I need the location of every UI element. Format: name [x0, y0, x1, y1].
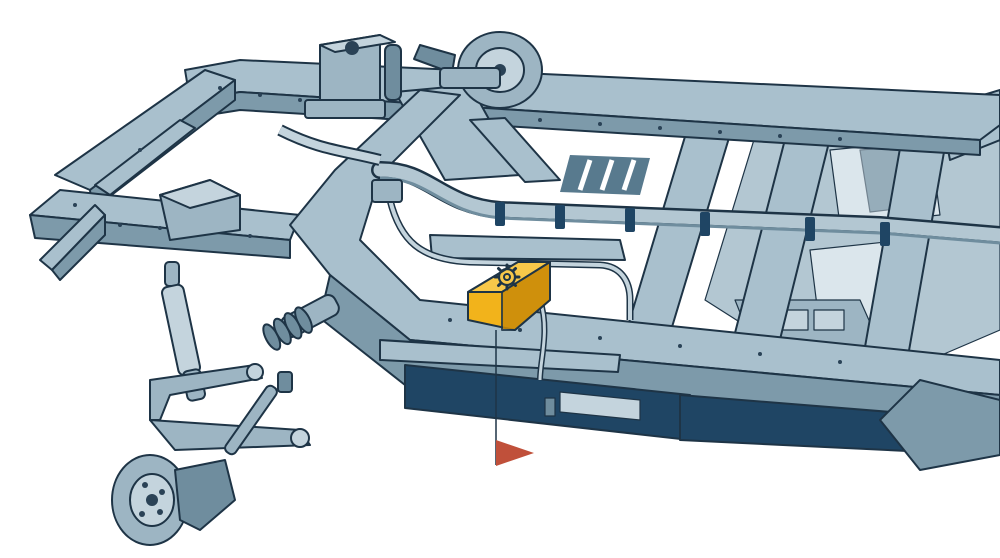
left-strut-tower	[304, 34, 402, 119]
pointer-flag-icon	[495, 330, 534, 466]
mid-cross-members	[379, 117, 626, 373]
front-shock-mount	[159, 179, 241, 241]
gear-icon	[493, 263, 521, 291]
cv-axle	[262, 294, 340, 351]
control-arms	[149, 363, 311, 456]
front-wheel-hub	[111, 454, 236, 546]
line-clips	[371, 179, 890, 246]
rivets	[73, 86, 842, 364]
upper-brake-disc	[413, 31, 543, 109]
heat-shield	[560, 155, 650, 195]
control-module[interactable]	[467, 261, 551, 331]
